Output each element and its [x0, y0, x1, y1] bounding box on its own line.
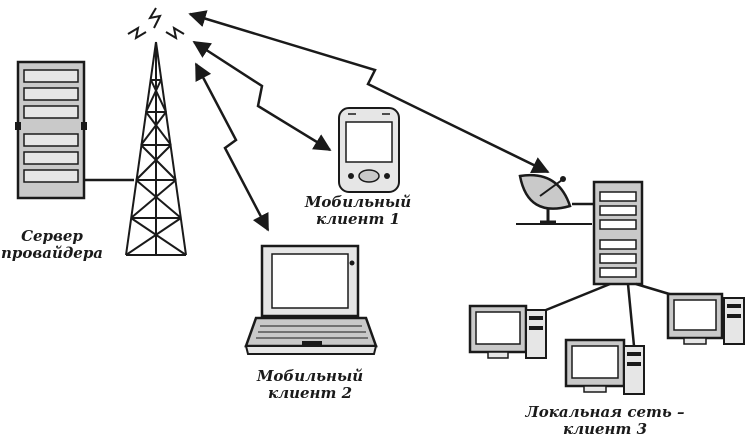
- desktop-computer-icon: [564, 338, 645, 395]
- link-tower-mobile2: [194, 62, 270, 232]
- laptop-icon: [244, 244, 378, 355]
- desktop-computer-icon: [468, 304, 547, 359]
- mobile2-label-line2: клиент 2: [267, 384, 353, 402]
- server-label: Сервер провайдера: [0, 228, 104, 262]
- mobile2-label-line1: Мобильный: [256, 367, 364, 385]
- lan-cables: [545, 282, 677, 347]
- desktop-computer-icon: [666, 292, 745, 345]
- lan-label-line1: Локальная сеть –: [525, 403, 685, 421]
- server-rack-icon: [15, 60, 87, 200]
- mobile1-label-line1: Мобильный: [304, 193, 412, 211]
- server-label-line2: провайдера: [0, 244, 104, 262]
- radio-tower-icon: [125, 7, 187, 256]
- mobile1-label: Мобильный клиент 1: [298, 194, 418, 228]
- server-label-line1: Сервер: [21, 227, 83, 245]
- lan-label: Локальная сеть – клиент 3: [520, 404, 690, 438]
- lan-label-line2: клиент 3: [562, 420, 648, 438]
- pda-icon: [338, 107, 400, 193]
- link-tower-mobile1: [192, 40, 332, 152]
- mobile2-label: Мобильный клиент 2: [240, 368, 380, 402]
- tower-server-icon: [592, 180, 644, 286]
- mobile1-label-line2: клиент 1: [315, 210, 401, 228]
- satellite-dish-icon: [516, 173, 592, 225]
